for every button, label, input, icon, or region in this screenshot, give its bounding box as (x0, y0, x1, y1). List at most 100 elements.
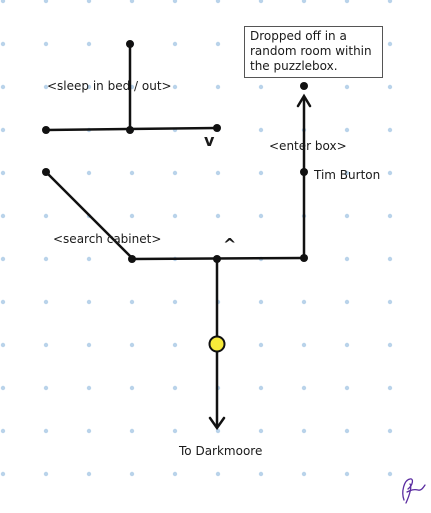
grid-dot (0, 41, 6, 47)
grid-dot (344, 127, 350, 133)
arrow-up-icon (296, 93, 312, 108)
grid-dot (301, 385, 307, 391)
grid-dot (258, 471, 264, 477)
grid-dot (129, 428, 135, 434)
grid-dot (172, 385, 178, 391)
grid-dot (86, 342, 92, 348)
grid-dot (129, 342, 135, 348)
spawn-note-text: Dropped off in a random room within the … (250, 29, 372, 73)
grid-dot (344, 428, 350, 434)
grid-dot (344, 0, 350, 4)
grid-dot (301, 0, 307, 4)
grid-dot (129, 471, 135, 477)
artist-signature-icon (402, 478, 426, 504)
grid-dot (301, 428, 307, 434)
grid-dot (86, 385, 92, 391)
grid-dot (86, 41, 92, 47)
grid-dot (129, 385, 135, 391)
grid-dot (301, 471, 307, 477)
grid-dot (258, 127, 264, 133)
up-caret-mark: ^ (223, 235, 237, 254)
grid-dot (43, 84, 49, 90)
grid-dot (258, 428, 264, 434)
grid-dot (258, 342, 264, 348)
grid-dot (172, 213, 178, 219)
grid-dot (215, 84, 221, 90)
grid-dot (0, 385, 6, 391)
grid-dot (344, 342, 350, 348)
grid-dot (258, 0, 264, 4)
grid-dot (215, 170, 221, 176)
grid-dot (43, 385, 49, 391)
cabinet-diagonal-line (44, 170, 134, 260)
grid-dot (258, 385, 264, 391)
grid-dot (387, 41, 393, 47)
grid-dot (0, 213, 6, 219)
grid-dot (86, 299, 92, 305)
grid-dot (172, 170, 178, 176)
grid-dot (43, 342, 49, 348)
grid-dot (387, 256, 393, 262)
grid-dot (86, 170, 92, 176)
grid-dot (387, 0, 393, 4)
grid-dot (172, 471, 178, 477)
node-bed-center (126, 126, 134, 134)
grid-dot (86, 256, 92, 262)
spawn-note-box: Dropped off in a random room within the … (244, 26, 383, 78)
grid-dot (43, 471, 49, 477)
grid-dot (172, 0, 178, 4)
grid-dot (86, 428, 92, 434)
grid-dot (258, 299, 264, 305)
grid-dot (344, 385, 350, 391)
grid-dot (129, 0, 135, 4)
grid-dot (43, 213, 49, 219)
grid-dot (258, 84, 264, 90)
grid-dot (172, 342, 178, 348)
node-corridor-right (300, 254, 308, 262)
grid-dot (172, 41, 178, 47)
node-box-entry (300, 82, 308, 90)
grid-dot (0, 0, 6, 4)
node-bed-left (42, 126, 50, 134)
grid-dot (344, 213, 350, 219)
grid-dot (172, 428, 178, 434)
grid-dot (0, 299, 6, 305)
grid-dot (0, 471, 6, 477)
grid-dot (129, 170, 135, 176)
grid-dot (215, 0, 221, 4)
grid-dot (301, 299, 307, 305)
grid-dot (0, 256, 6, 262)
grid-dot (387, 127, 393, 133)
node-cabinet-bottom (128, 255, 136, 263)
grid-dot (344, 256, 350, 262)
grid-dot (387, 471, 393, 477)
grid-dot (43, 428, 49, 434)
grid-dot (344, 170, 350, 176)
node-bed-right (213, 124, 221, 132)
search-cabinet-label: <search cabinet> (53, 232, 162, 246)
grid-dot (129, 299, 135, 305)
node-corridor-junction (213, 255, 221, 263)
grid-dot (301, 342, 307, 348)
grid-dot (344, 84, 350, 90)
grid-dot (129, 213, 135, 219)
grid-dot (172, 299, 178, 305)
node-bed-top (126, 40, 134, 48)
grid-dot (387, 385, 393, 391)
npc-label: Tim Burton (314, 168, 381, 182)
grid-dot (172, 84, 178, 90)
grid-dot (86, 471, 92, 477)
grid-dot (258, 213, 264, 219)
sleep-choice-label: <sleep in bed / out> (47, 79, 172, 93)
grid-dot (258, 170, 264, 176)
grid-dot (0, 170, 6, 176)
grid-dot (43, 256, 49, 262)
grid-dot (387, 170, 393, 176)
junction-nodes (42, 40, 308, 263)
grid-dot (43, 41, 49, 47)
grid-dot (344, 299, 350, 305)
arrow-down-icon (208, 416, 226, 431)
grid-dot (344, 471, 350, 477)
